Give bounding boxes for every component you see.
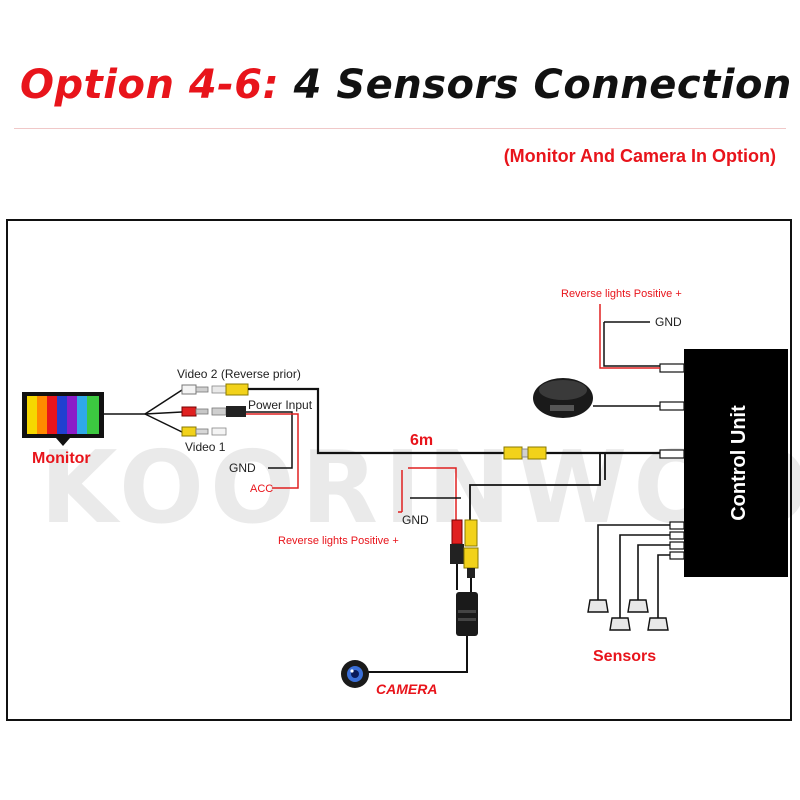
- sensor-cables: [597, 524, 670, 618]
- monitor-harness: [104, 389, 183, 433]
- title-main: 4 Sensors Connection: [293, 62, 792, 108]
- sensor-icon: [647, 617, 669, 631]
- rca-connector-video2-yellow-mate: [211, 383, 249, 396]
- camera-aviation-plug: [456, 592, 478, 636]
- acc-label: ACC: [250, 483, 273, 495]
- video2-label: Video 2 (Reverse prior): [177, 367, 301, 381]
- sensors-label: Sensors: [593, 648, 656, 665]
- gnd-camera-label: GND: [402, 513, 429, 527]
- power-socket-connector: [211, 406, 246, 417]
- gnd-monitor-label: GND: [229, 461, 256, 475]
- camera-power-leads: [398, 467, 461, 520]
- control-unit-label: Control Unit: [728, 405, 750, 521]
- reverse-lights-top-label: Reverse lights Positive +: [561, 288, 682, 300]
- monitor-icon: [22, 392, 104, 446]
- camera-branch-cable: [469, 453, 606, 520]
- camera-icon: [341, 660, 369, 688]
- page-title: Option 4-6: 4 Sensors Connection: [20, 62, 792, 108]
- rca-connector-power-red: [181, 406, 209, 417]
- reverse-lights-camera-label: Reverse lights Positive +: [278, 535, 399, 547]
- diagram-frame: [6, 219, 792, 721]
- power-input-label: Power Input: [248, 398, 313, 412]
- sensor-icon: [627, 599, 649, 613]
- video1-label: Video 1: [185, 440, 226, 454]
- buzzer-icon: [533, 378, 593, 418]
- camera-label: CAMERA: [376, 681, 437, 697]
- sensor-icon: [587, 599, 609, 613]
- cable-length-label: 6m: [410, 432, 433, 449]
- rca-connector-video1-white-mate: [211, 427, 227, 436]
- sensor-icon: [609, 617, 631, 631]
- rca-inline-joint: [503, 446, 547, 460]
- subtitle: (Monitor And Camera In Option): [503, 146, 776, 166]
- camera-rca-connectors: [450, 519, 479, 592]
- camera-cable: [368, 636, 468, 673]
- title-option: Option 4-6:: [20, 62, 280, 108]
- control-unit-box: [684, 349, 788, 577]
- power-leads: [246, 411, 299, 489]
- control-unit-power-leads: [599, 304, 660, 369]
- rca-connector-video1-yellow: [181, 426, 209, 437]
- monitor-label: Monitor: [32, 450, 91, 467]
- title-divider: [14, 128, 786, 129]
- gnd-top-label: GND: [655, 315, 682, 329]
- rca-connector-video2-white: [181, 384, 209, 395]
